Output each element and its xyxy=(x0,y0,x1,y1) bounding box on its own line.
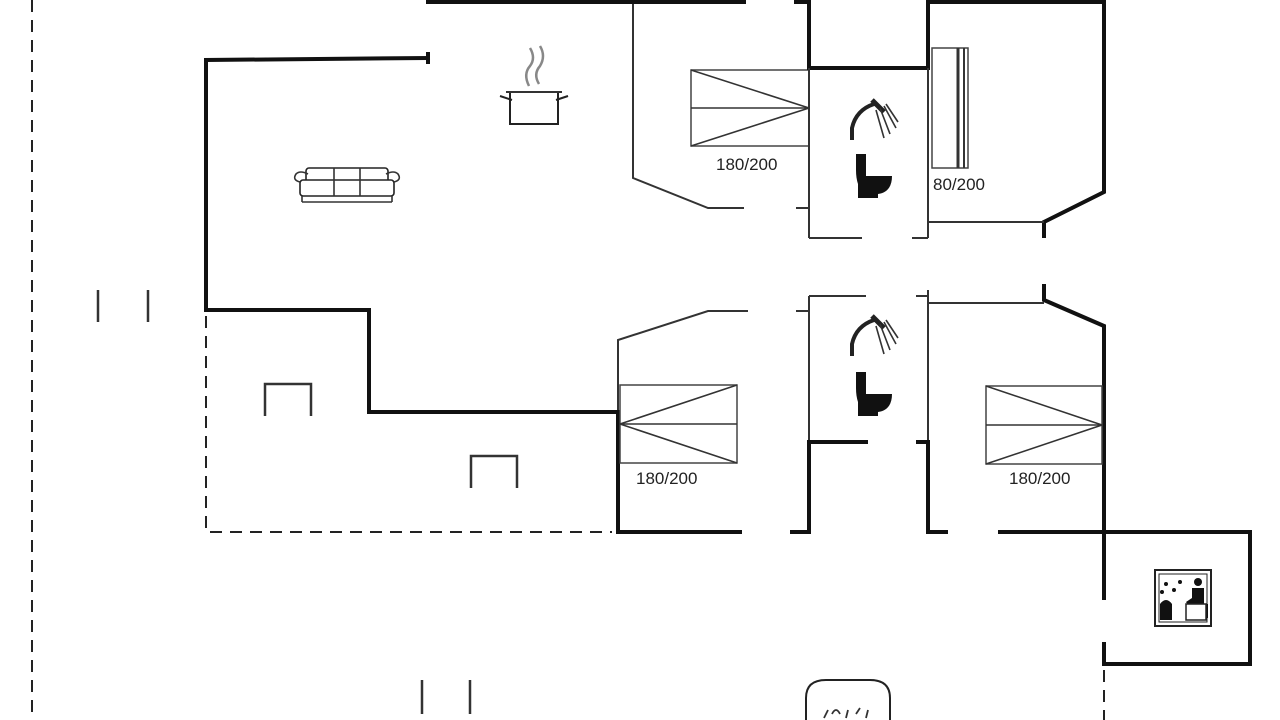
sofa-icon xyxy=(293,167,401,203)
terrace-chair xyxy=(263,382,313,416)
bedroom-3-wall xyxy=(616,410,742,534)
bed-bedroom-2 xyxy=(931,47,969,169)
cooking-pot-icon xyxy=(499,45,569,125)
bedroom-3-wall xyxy=(617,310,748,412)
bathroom-2-wall xyxy=(790,440,868,534)
shower-icon xyxy=(850,314,899,356)
toilet-icon xyxy=(856,154,892,198)
sauna-icon xyxy=(1154,569,1212,627)
bedroom-1-wall xyxy=(632,4,744,209)
bed-size-label: 180/200 xyxy=(636,469,697,488)
sauna-wall xyxy=(1102,530,1252,666)
living-area-wall xyxy=(204,55,620,414)
bed-bedroom-4 xyxy=(985,385,1103,465)
shower-icon xyxy=(850,98,899,140)
terrace-chair xyxy=(469,454,519,488)
bed-bedroom-3 xyxy=(619,384,738,464)
terrace-outline xyxy=(205,316,612,533)
bed-size-label: 80/200 xyxy=(933,175,985,194)
bathroom-2-wall xyxy=(916,440,948,534)
bedroom-4-wall xyxy=(998,284,1106,534)
bed-bedroom-1 xyxy=(690,69,810,147)
bed-size-label: 180/200 xyxy=(1009,469,1070,488)
terrace-rounded-icon xyxy=(805,679,891,720)
bed-size-label: 180/200 xyxy=(716,155,777,174)
bathroom-1-wall xyxy=(794,0,1106,238)
toilet-icon xyxy=(856,372,892,416)
